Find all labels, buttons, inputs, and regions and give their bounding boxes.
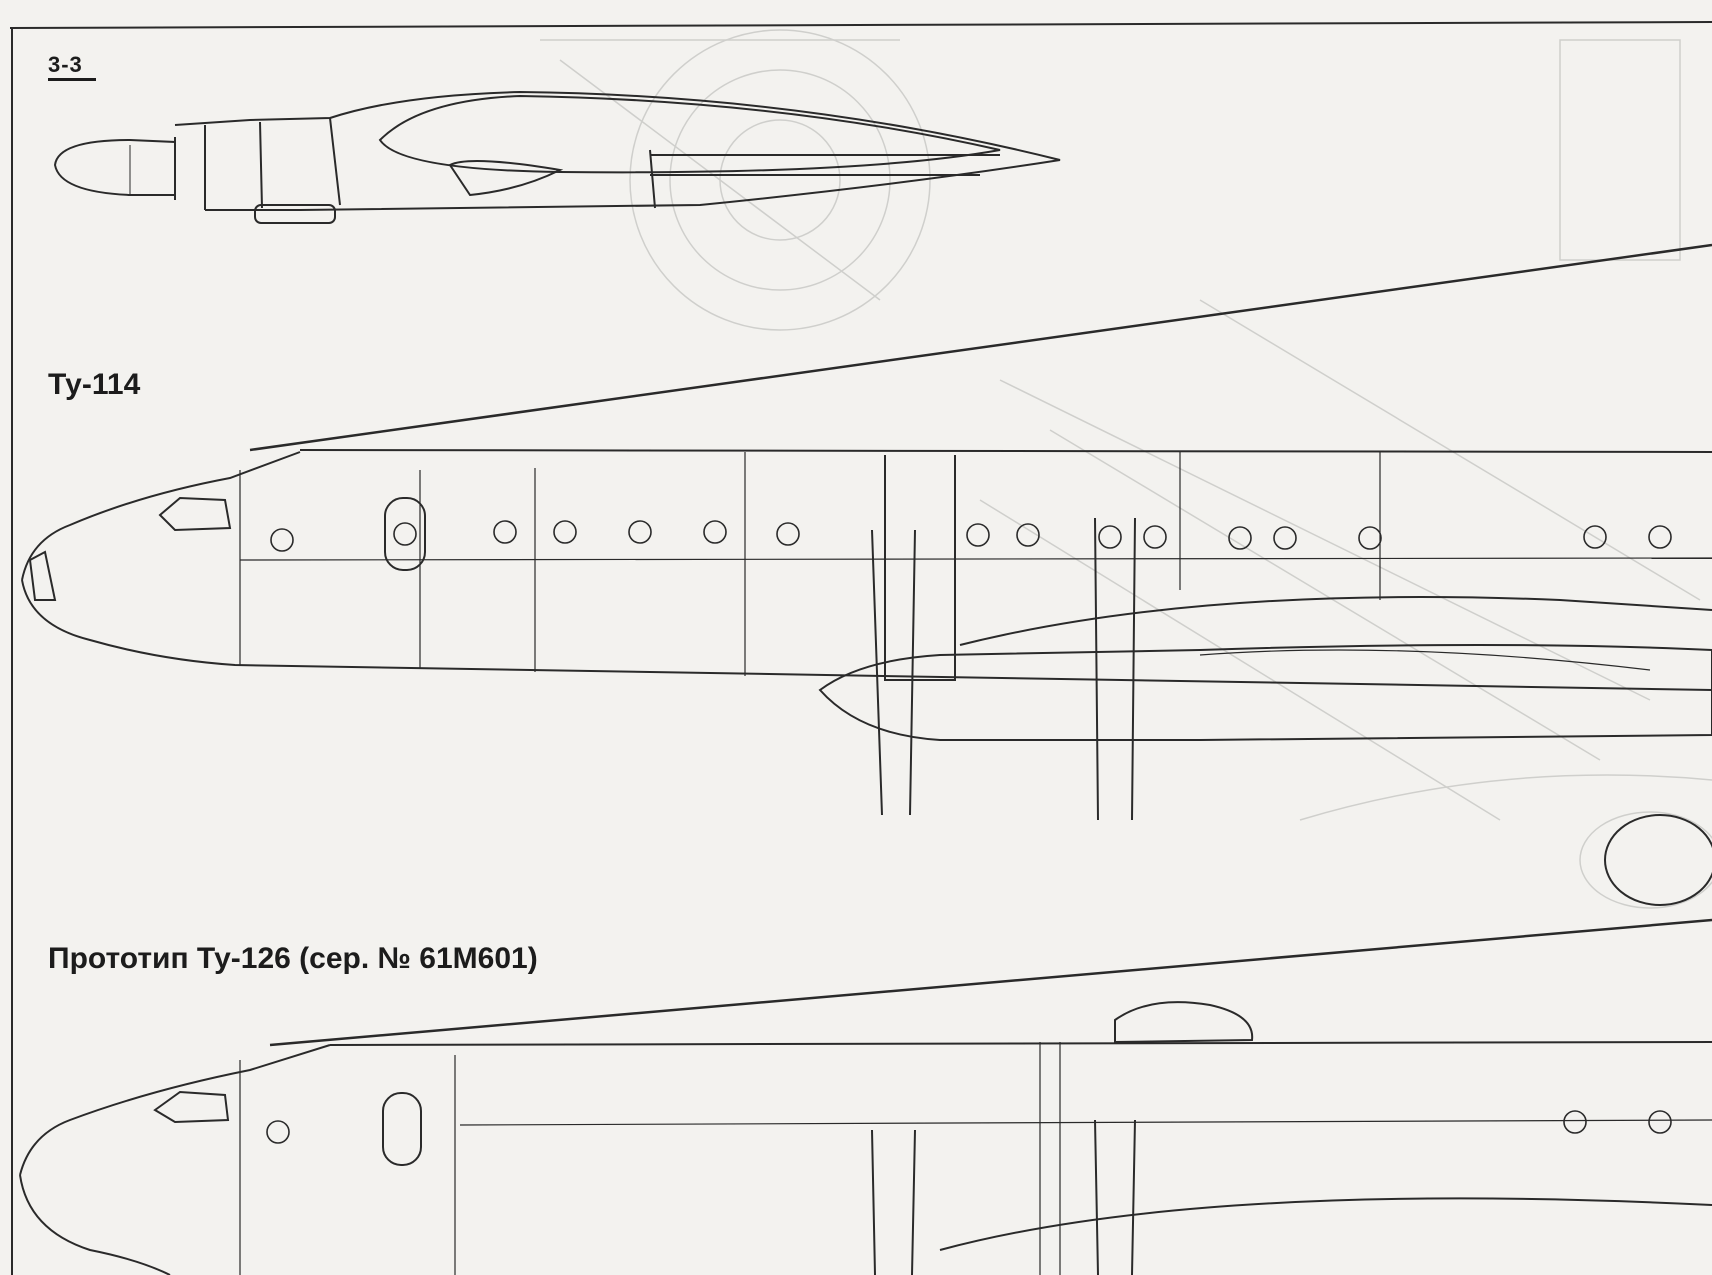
tu126-drawing [19, 918, 1712, 1275]
ghost-background [540, 29, 1712, 909]
tu126-windows [266, 1110, 1672, 1144]
tu114-windows [270, 520, 1672, 552]
section-label-underline [48, 78, 96, 81]
tu114-drawing [21, 243, 1712, 906]
section-label: 3-3 [48, 52, 83, 77]
aircraft-title-tu126-prototype: Прототип Ту-126 (сер. № 61М601) [48, 942, 538, 975]
aircraft-title-tu114: Ту-114 [48, 368, 141, 401]
page-frame [9, 21, 1712, 1275]
nacelle-section-drawing [53, 90, 1061, 224]
